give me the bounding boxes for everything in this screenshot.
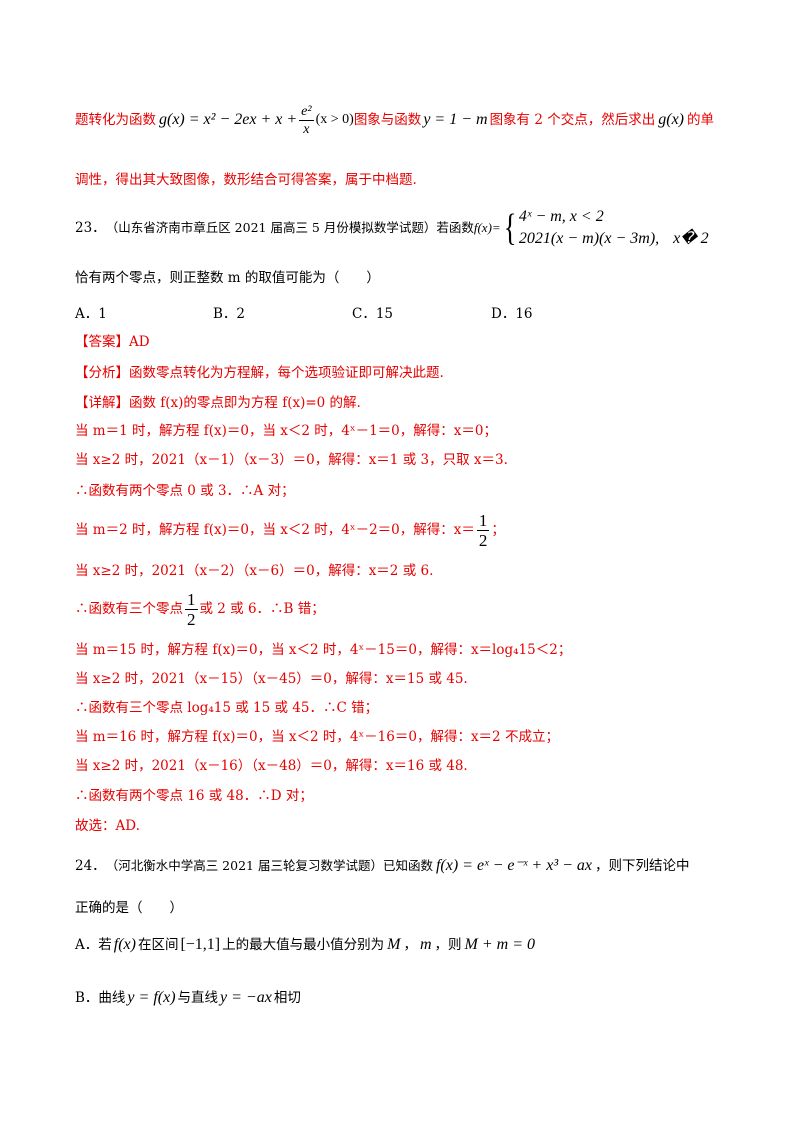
- option-a-fx: f(x): [113, 936, 136, 953]
- option-a-text-e: ，则: [434, 937, 462, 953]
- option-a-text-c: 上的最大值与最小值分别为: [222, 937, 385, 953]
- piecewise-cases: 4ˣ − m, x < 2 2021(x − m)(x − 3m), x� 2: [519, 206, 709, 250]
- q23-fx: f(x)=: [473, 220, 501, 235]
- q23-choice-b[interactable]: B．2: [213, 306, 246, 322]
- q23-source: （山东省济南市章丘区 2021 届高三 5 月份模拟数学试题）若函数: [105, 220, 474, 235]
- option-b-line: y = −ax: [220, 989, 272, 1006]
- q24-stem-line-2: 正确的是（ ）: [75, 900, 183, 916]
- solution-step-5: 当 x≥2 时，2021（x－2）（x－6）＝0，解得：x＝2 或 6.: [75, 563, 434, 579]
- fraction-bar: [299, 119, 314, 121]
- solution-step-11: 当 x≥2 时，2021（x－16）（x－48）＝0，解得：x＝16 或 48.: [75, 758, 468, 774]
- q24-number: 24．: [75, 858, 106, 874]
- case-2-condition: x� 2: [673, 230, 709, 247]
- fraction-bar: [185, 608, 198, 610]
- step-6-num: 1: [187, 589, 196, 609]
- piecewise-brace: {: [503, 207, 517, 249]
- intro-text-d: 的单: [687, 112, 714, 128]
- step-6-tail: 或 2 或 6．∴B 错；: [199, 601, 325, 617]
- case-2-expr: 2021(x − m)(x − 3m),: [518, 230, 660, 247]
- solution-step-13: 故选：AD.: [75, 818, 140, 834]
- option-a-m: m: [419, 936, 432, 953]
- option-a-M: M: [387, 936, 401, 953]
- intro-frac-num: e²: [301, 103, 312, 119]
- solution-step-12: ∴函数有两个零点 16 或 48．∴D 对；: [75, 788, 313, 804]
- solution-step-4: 当 m＝2 时，解方程 f(x)＝0，当 x＜2 时，4ˣ－2＝0，解得：x＝ …: [75, 508, 740, 552]
- solution-step-10: 当 m＝16 时，解方程 f(x)＝0，当 x＜2 时，4ˣ－16＝0，解得：x…: [75, 729, 559, 745]
- solution-step-2: 当 x≥2 时，2021（x－1）（x－3）＝0，解得：x＝1 或 3，只取 x…: [75, 452, 508, 468]
- q23-choice-c[interactable]: C．15: [352, 306, 394, 322]
- option-b-text-c: 相切: [273, 990, 301, 1006]
- solution-step-8: 当 x≥2 时，2021（x－15）（x－45）＝0，解得：x＝15 或 45.: [75, 671, 468, 687]
- q24-option-a[interactable]: A．若 f(x) 在区间 [−1,1] 上的最大值与最小值分别为 M ， m ，…: [75, 932, 740, 958]
- option-a-text-b: 在区间: [137, 937, 179, 953]
- analysis-line: 【分析】函数零点转化为方程解，每个选项验证即可解决此题.: [75, 365, 444, 381]
- q24-function: f(x) = eˣ − e⁻ˣ + x³ − ax: [435, 857, 593, 874]
- step-4-den: 2: [478, 530, 488, 550]
- intro-text-b: 图象与函数: [353, 112, 422, 128]
- step-6-den: 2: [187, 609, 196, 629]
- q24-stem-line: 24． （河北衡水中学高三 2021 届三轮复习数学试题）已知函数 f(x) =…: [75, 852, 740, 880]
- intro-fraction: e² x: [299, 103, 314, 138]
- fraction-bar: [476, 529, 490, 531]
- q23-choice-a[interactable]: A．1: [75, 306, 107, 322]
- piecewise-case-2: 2021(x − m)(x − 3m), x� 2: [519, 228, 709, 250]
- solution-step-3: ∴函数有两个零点 0 或 3．∴A 对；: [75, 483, 295, 499]
- solution-step-7: 当 m＝15 时，解方程 f(x)＝0，当 x＜2 时，4ˣ－15＝0，解得：x…: [75, 642, 572, 658]
- q24-option-b[interactable]: B．曲线 y = f(x) 与直线 y = −ax 相切: [75, 985, 740, 1011]
- option-a-comma: ，: [403, 937, 417, 953]
- option-a-label: A．若: [75, 937, 112, 953]
- q23-choice-d[interactable]: D．16: [491, 306, 533, 322]
- intro-g-formula: g(x) = x² − 2ex + x +: [159, 111, 298, 128]
- intro-line-2: 调性，得出其大致图像，数形结合可得答案，属于中档题.: [75, 172, 417, 188]
- answer-line: 【答案】AD: [75, 334, 150, 350]
- option-b-text-b: 与直线: [177, 990, 219, 1006]
- q24-source: （河北衡水中学高三 2021 届三轮复习数学试题）已知函数: [105, 858, 433, 873]
- intro-condition: (x > 0): [315, 112, 354, 127]
- q24-tail: ，则下列结论中: [595, 858, 690, 874]
- intro-gx: g(x): [658, 111, 684, 128]
- solution-step-6: ∴函数有三个零点 1 2 或 2 或 6．∴B 错；: [75, 587, 740, 631]
- step-6-text: ∴函数有三个零点: [75, 601, 183, 617]
- intro-text-a: 题转化为函数: [75, 112, 156, 128]
- solution-step-9: ∴函数有三个零点 log₄15 或 15 或 45．∴C 错；: [75, 700, 379, 716]
- step-4-tail: ；: [491, 522, 505, 538]
- q23-stem-line-2: 恰有两个零点，则正整数 m 的取值可能为（ ）: [75, 270, 380, 286]
- step-6-fraction: 1 2: [185, 590, 198, 629]
- option-b-label: B．曲线: [75, 990, 126, 1006]
- q23-stem-line: 23． （山东省济南市章丘区 2021 届高三 5 月份模拟数学试题）若函数 f…: [75, 203, 740, 253]
- intro-line-1: 题转化为函数 g(x) = x² − 2ex + x + e² x (x > 0…: [75, 98, 740, 142]
- solution-step-1: 当 m＝1 时，解方程 f(x)＝0，当 x＜2 时，4ˣ－1＝0，解得：x＝0…: [75, 423, 497, 439]
- step-4-num: 1: [478, 510, 488, 530]
- option-a-interval: [−1,1]: [180, 936, 221, 953]
- q23-number: 23．: [75, 220, 106, 236]
- intro-text-c: 图象有 2 个交点，然后求出: [489, 112, 656, 128]
- intro-frac-den: x: [303, 121, 310, 137]
- option-b-curve: y = f(x): [127, 989, 176, 1006]
- piecewise-case-1: 4ˣ − m, x < 2: [518, 208, 604, 225]
- option-a-equation: M + m = 0: [464, 936, 536, 953]
- detail-line: 【详解】函数 f(x)的零点即为方程 f(x)=0 的解.: [75, 395, 361, 411]
- step-4-text: 当 m＝2 时，解方程 f(x)＝0，当 x＜2 时，4ˣ－2＝0，解得：x＝: [75, 522, 475, 538]
- intro-y-formula: y = 1 − m: [423, 111, 488, 128]
- step-4-fraction: 1 2: [476, 510, 490, 550]
